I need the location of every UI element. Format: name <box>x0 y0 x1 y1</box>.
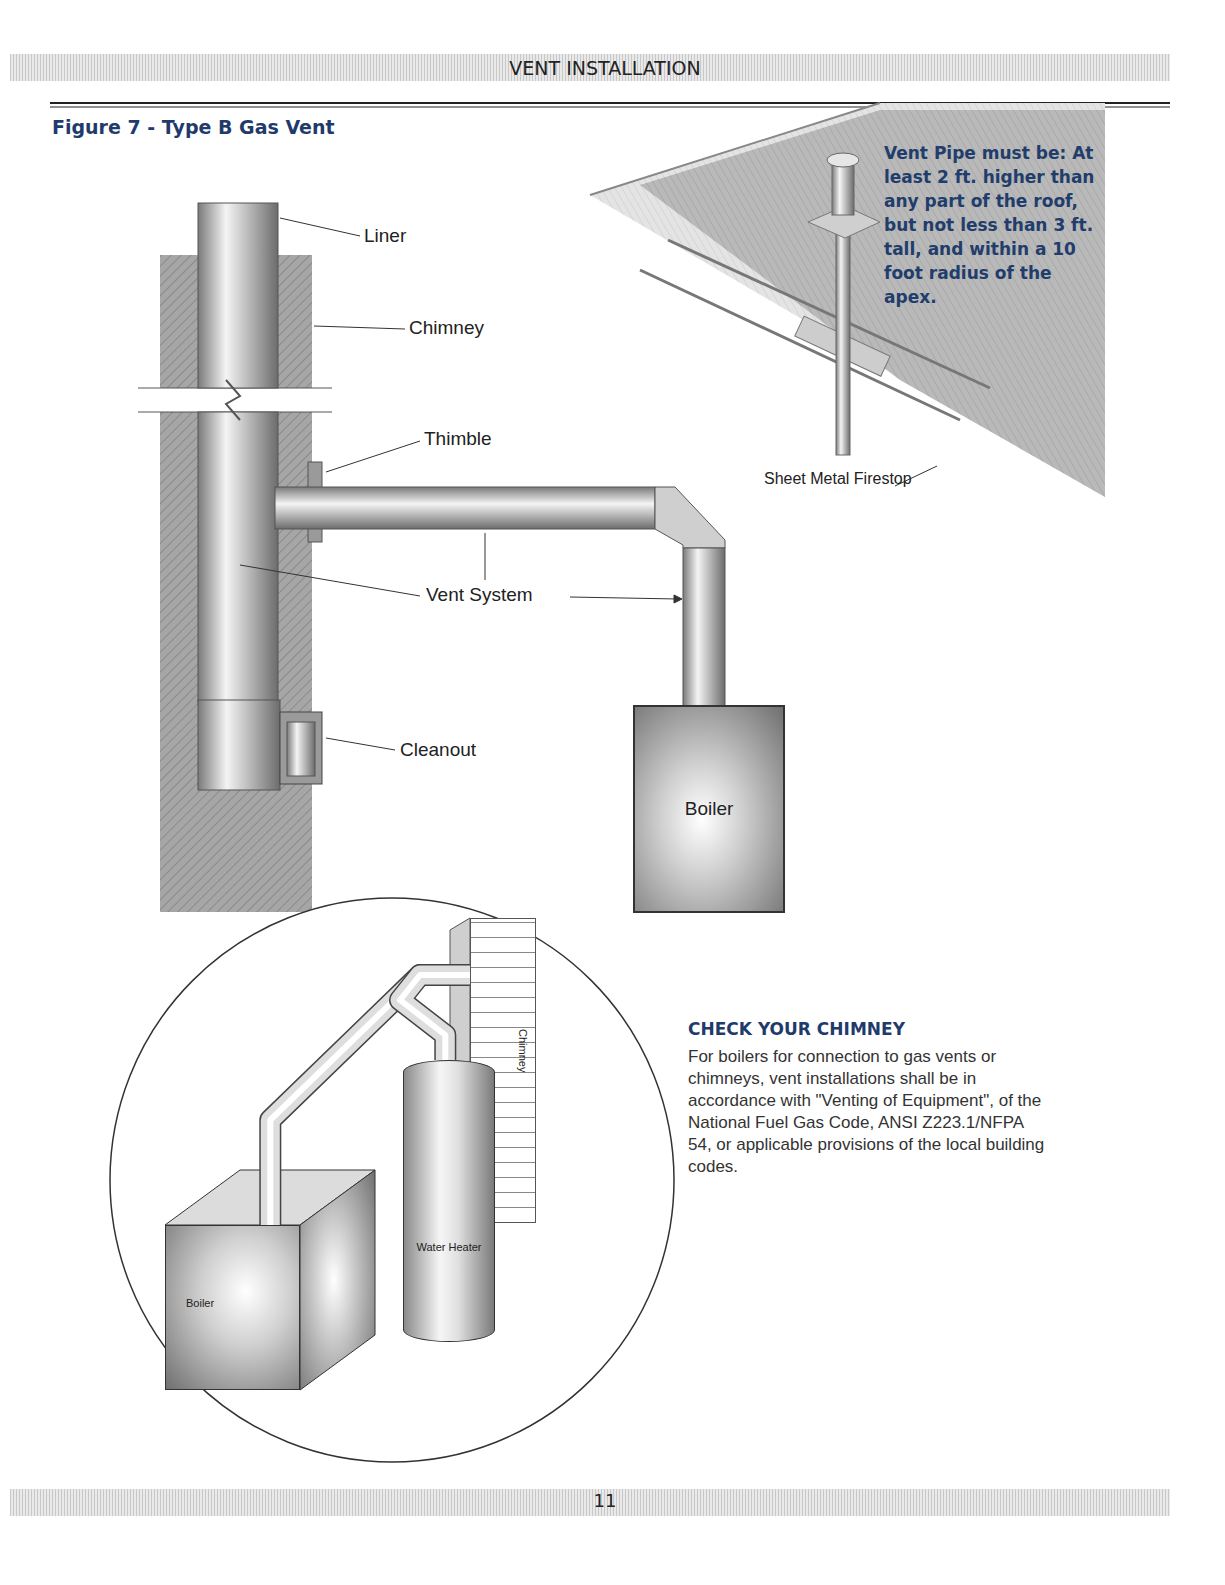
body-text: For boilers for connection to gas vents … <box>688 1046 1048 1178</box>
footer-band <box>10 1489 1170 1516</box>
water-heater-tank: Water Heater <box>403 1060 495 1342</box>
boiler-box: Boiler <box>633 705 785 913</box>
node-text: Boiler <box>685 798 734 820</box>
callout-note: Vent Pipe must be: At least 2 ft. higher… <box>884 141 1102 309</box>
part-label: Sheet Metal Firestop <box>764 470 912 488</box>
vent-pipe <box>400 975 470 1060</box>
part-label: Vent System <box>426 584 533 606</box>
boiler-box: Boiler <box>165 1225 300 1390</box>
part-label: Cleanout <box>400 739 476 761</box>
page-number: 11 <box>585 1490 625 1511</box>
section-heading: CHECK YOUR CHIMNEY <box>688 1019 905 1039</box>
node-text: Boiler <box>186 1297 214 1309</box>
part-label: Chimney <box>409 317 484 339</box>
part-label: Liner <box>364 225 406 247</box>
node-text: Water Heater <box>416 1241 481 1253</box>
figure-title: Figure 7 - Type B Gas Vent <box>52 116 335 138</box>
vent-pipe <box>270 975 470 1225</box>
section-header: VENT INSTALLATION <box>400 57 810 79</box>
part-label: Thimble <box>424 428 492 450</box>
node-text: Chimney <box>517 1029 529 1072</box>
